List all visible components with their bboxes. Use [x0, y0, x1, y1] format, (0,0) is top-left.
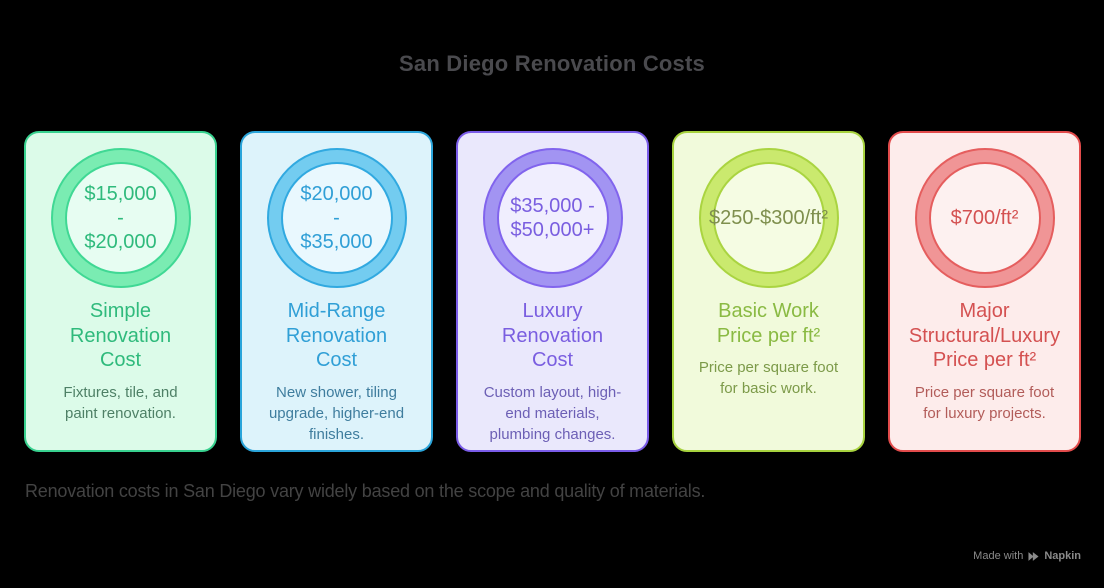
napkin-watermark[interactable]: Made with Napkin — [973, 549, 1081, 563]
card-description: Price per square foot for luxury project… — [914, 383, 1055, 422]
card-description: New shower, tiling upgrade, higher-end f… — [268, 383, 405, 443]
page-title: San Diego Renovation Costs — [399, 51, 705, 76]
card-title: Basic Work Price per ft² — [716, 300, 821, 347]
card-description: Price per square foot for basic work. — [698, 359, 839, 397]
price-range-label: $700/ft² — [950, 207, 1019, 229]
card-title: Major Structural/Luxury Price per ft² — [908, 300, 1061, 371]
price-ring: $700/ft² — [914, 148, 1055, 288]
price-range-label: $20,000 - $35,000 — [300, 183, 373, 253]
price-ring-inner: $250-$300/ft² — [709, 162, 828, 274]
price-range-label: $250-$300/ft² — [709, 207, 828, 229]
price-ring: $250-$300/ft² — [698, 148, 839, 288]
price-ring: $15,000 - $20,000 — [50, 148, 191, 288]
napkin-brand-label: Napkin — [1044, 550, 1081, 562]
price-ring: $20,000 - $35,000 — [266, 148, 407, 288]
card-major-structural-price: $700/ft² Major Structural/Luxury Price p… — [888, 131, 1081, 452]
price-ring: $35,000 - $50,000+ — [482, 148, 623, 288]
footer-note: Renovation costs in San Diego vary widel… — [25, 481, 706, 501]
card-basic-work-price: $250-$300/ft² Basic Work Price per ft² P… — [672, 131, 865, 452]
card-luxury-renovation: $35,000 - $50,000+ Luxury Renovation Cos… — [456, 131, 649, 452]
card-title: Simple Renovation Cost — [69, 300, 172, 371]
card-simple-renovation: $15,000 - $20,000 Simple Renovation Cost… — [24, 131, 217, 452]
price-ring-inner: $15,000 - $20,000 — [64, 162, 177, 274]
price-range-label: $15,000 - $20,000 — [84, 183, 157, 253]
made-with-label: Made with — [973, 550, 1024, 562]
price-range-label: $35,000 - $50,000+ — [510, 195, 595, 241]
card-description: Fixtures, tile, and paint renovation. — [63, 383, 178, 422]
napkin-play-icon — [1028, 551, 1039, 562]
card-description: Custom layout, high- end materials, plum… — [483, 383, 622, 443]
card-title: Mid-Range Renovation Cost — [285, 300, 388, 371]
cards-row: $15,000 - $20,000 Simple Renovation Cost… — [24, 131, 1081, 452]
price-ring-inner: $20,000 - $35,000 — [280, 162, 393, 274]
price-ring-inner: $35,000 - $50,000+ — [496, 162, 609, 274]
card-mid-range-renovation: $20,000 - $35,000 Mid-Range Renovation C… — [240, 131, 433, 452]
price-ring-inner: $700/ft² — [928, 162, 1041, 274]
card-title: Luxury Renovation Cost — [501, 300, 604, 371]
